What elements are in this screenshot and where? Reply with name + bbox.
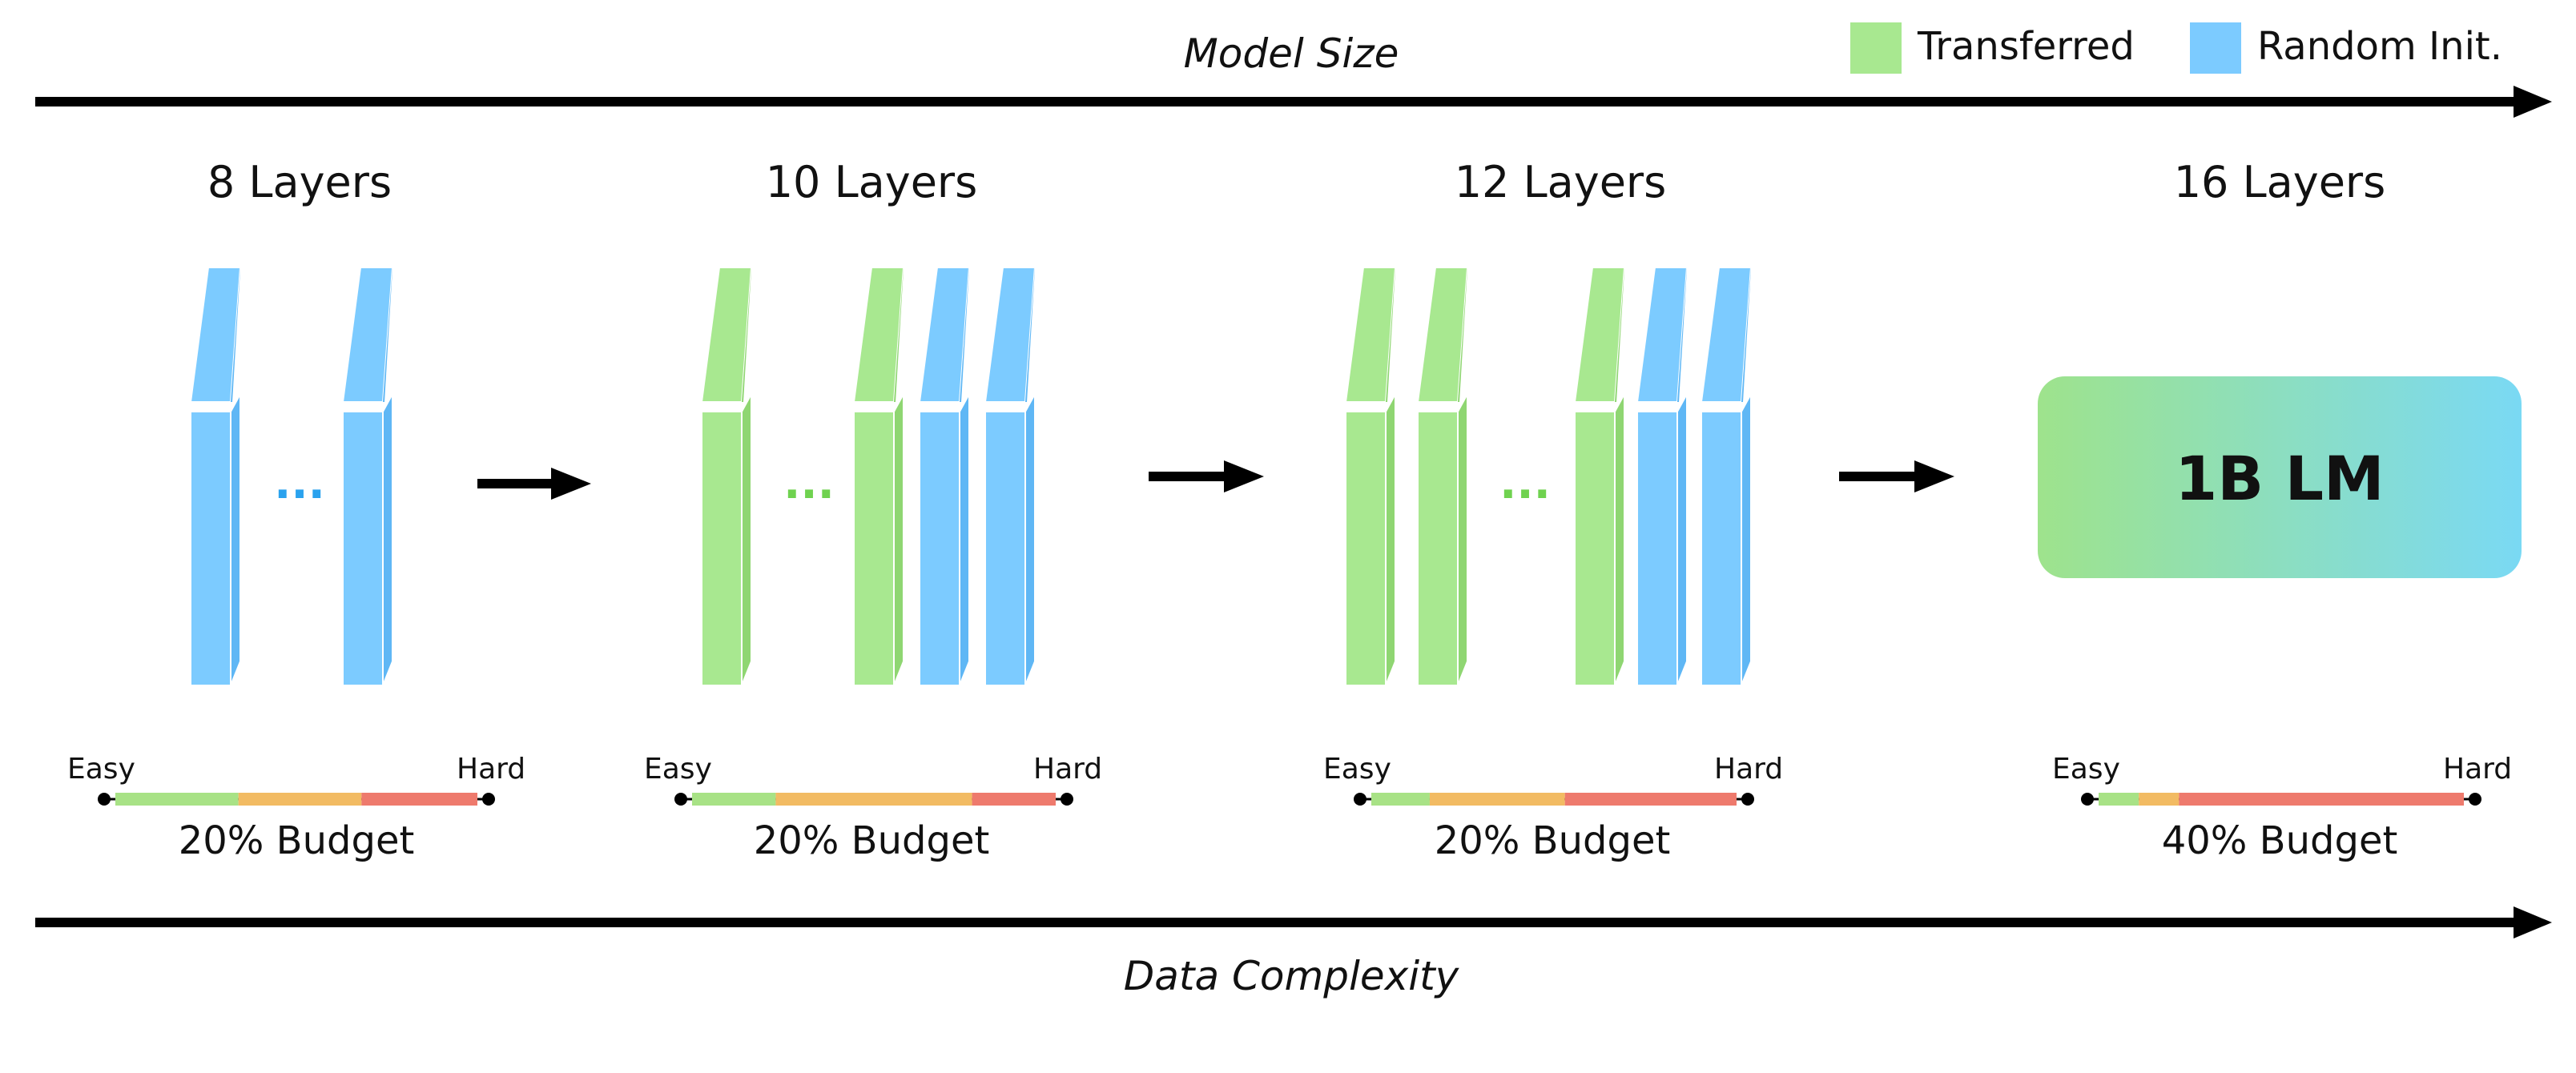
stage-4-bar-start-dot — [2081, 793, 2094, 806]
stage-2-layer-2-transferred — [852, 267, 905, 686]
stage-4-hard-label: Hard — [2443, 753, 2512, 786]
stage-3-layer-5-random — [1700, 267, 1753, 686]
stage-2-layer-3-random — [918, 267, 971, 686]
stage-3-easy-label: Easy — [1323, 753, 1391, 786]
stage-2-bar-start-dot — [674, 793, 687, 806]
legend: Transferred Random Init. — [1850, 22, 2502, 74]
stage-4-easy-label: Easy — [2052, 753, 2120, 786]
stage-arrow-2 — [1149, 460, 1264, 492]
stage-1-bar-end-dot — [482, 793, 495, 806]
stage-2-layer-4-random — [984, 267, 1036, 686]
stage-1-hard-label: Hard — [457, 753, 525, 786]
stage-3-layer-1-transferred — [1344, 267, 1397, 686]
stage-3-bar-start-dot — [1354, 793, 1366, 806]
stage-2-hard-label: Hard — [1033, 753, 1102, 786]
stage-1-hard-segment — [361, 793, 477, 806]
data-complexity-axis: Data Complexity — [35, 906, 2552, 999]
stage-3-easy-segment — [1371, 793, 1430, 806]
stage-1-title: 8 Layers — [207, 157, 392, 207]
stage-3-layer-4-random — [1636, 267, 1688, 686]
stage-1-layer-2-random — [341, 267, 394, 686]
stage-2-difficulty-bar — [674, 793, 1073, 806]
stage-1-bar-start-dot — [98, 793, 111, 806]
stage-3-layer-stack — [1344, 267, 1753, 686]
stage-3-layer-2-transferred — [1416, 267, 1469, 686]
stage-2-layer-1-transferred — [700, 267, 753, 686]
stage-2-layer-stack — [700, 267, 1036, 686]
stage-4-medium-segment — [2139, 793, 2180, 806]
stage-3-difficulty-bar — [1354, 793, 1754, 806]
stage-3-title: 12 Layers — [1455, 157, 1667, 207]
model-size-axis-title: Model Size — [1184, 30, 1399, 77]
stage-arrow-1 — [477, 468, 591, 500]
stage-1-easy-segment — [115, 793, 239, 806]
stage-3-hard-label: Hard — [1714, 753, 1783, 786]
legend-swatch-random-init — [2190, 22, 2241, 74]
stage-arrow-3 — [1839, 460, 1954, 492]
stage-2-bar-end-dot — [1061, 793, 1073, 806]
stage-1-budget: 20% Budget — [179, 818, 415, 863]
stage-2-budget: 20% Budget — [754, 818, 990, 863]
stage-1-difficulty-bar — [98, 793, 495, 806]
stage-3-hard-segment — [1564, 793, 1737, 806]
legend-label-transferred: Transferred — [1917, 24, 2135, 69]
stage-4-bar-end-dot — [2469, 793, 2481, 806]
stage-2-hard-segment — [972, 793, 1056, 806]
stage-2-medium-segment — [775, 793, 972, 806]
legend-label-random-init: Random Init. — [2257, 24, 2502, 69]
stage-2-easy-label: Easy — [644, 753, 712, 786]
stage-3-bar-end-dot — [1741, 793, 1754, 806]
stage-3-budget: 20% Budget — [1435, 818, 1671, 863]
stage-4-budget: 40% Budget — [2162, 818, 2398, 863]
stage-3-ellipsis: ... — [1499, 457, 1551, 509]
stage-1-layer-1-random — [189, 267, 242, 686]
data-complexity-axis-title: Data Complexity — [1124, 953, 1460, 999]
stage-1-medium-segment — [238, 793, 362, 806]
stage-2-easy-segment — [692, 793, 776, 806]
legend-swatch-transferred — [1850, 22, 1902, 74]
stage-4-title: 16 Layers — [2174, 157, 2386, 207]
model-size-axis: Model Size — [35, 30, 2552, 118]
stage-4-easy-segment — [2099, 793, 2139, 806]
stage-2-ellipsis: ... — [783, 457, 835, 509]
stage-1-layer-stack — [189, 267, 394, 686]
stage-1-easy-label: Easy — [67, 753, 135, 786]
stage-3-layer-3-transferred — [1573, 267, 1626, 686]
final-model-block: 1B LM — [2038, 376, 2522, 578]
stage-1-ellipsis: ... — [274, 457, 325, 509]
difficulty-bars — [98, 793, 2481, 806]
stage-4-hard-segment — [2179, 793, 2464, 806]
stage-3-medium-segment — [1429, 793, 1565, 806]
stage-2-title: 10 Layers — [766, 157, 978, 207]
final-model-label: 1B LM — [2175, 443, 2384, 514]
stage-4-difficulty-bar — [2081, 793, 2481, 806]
